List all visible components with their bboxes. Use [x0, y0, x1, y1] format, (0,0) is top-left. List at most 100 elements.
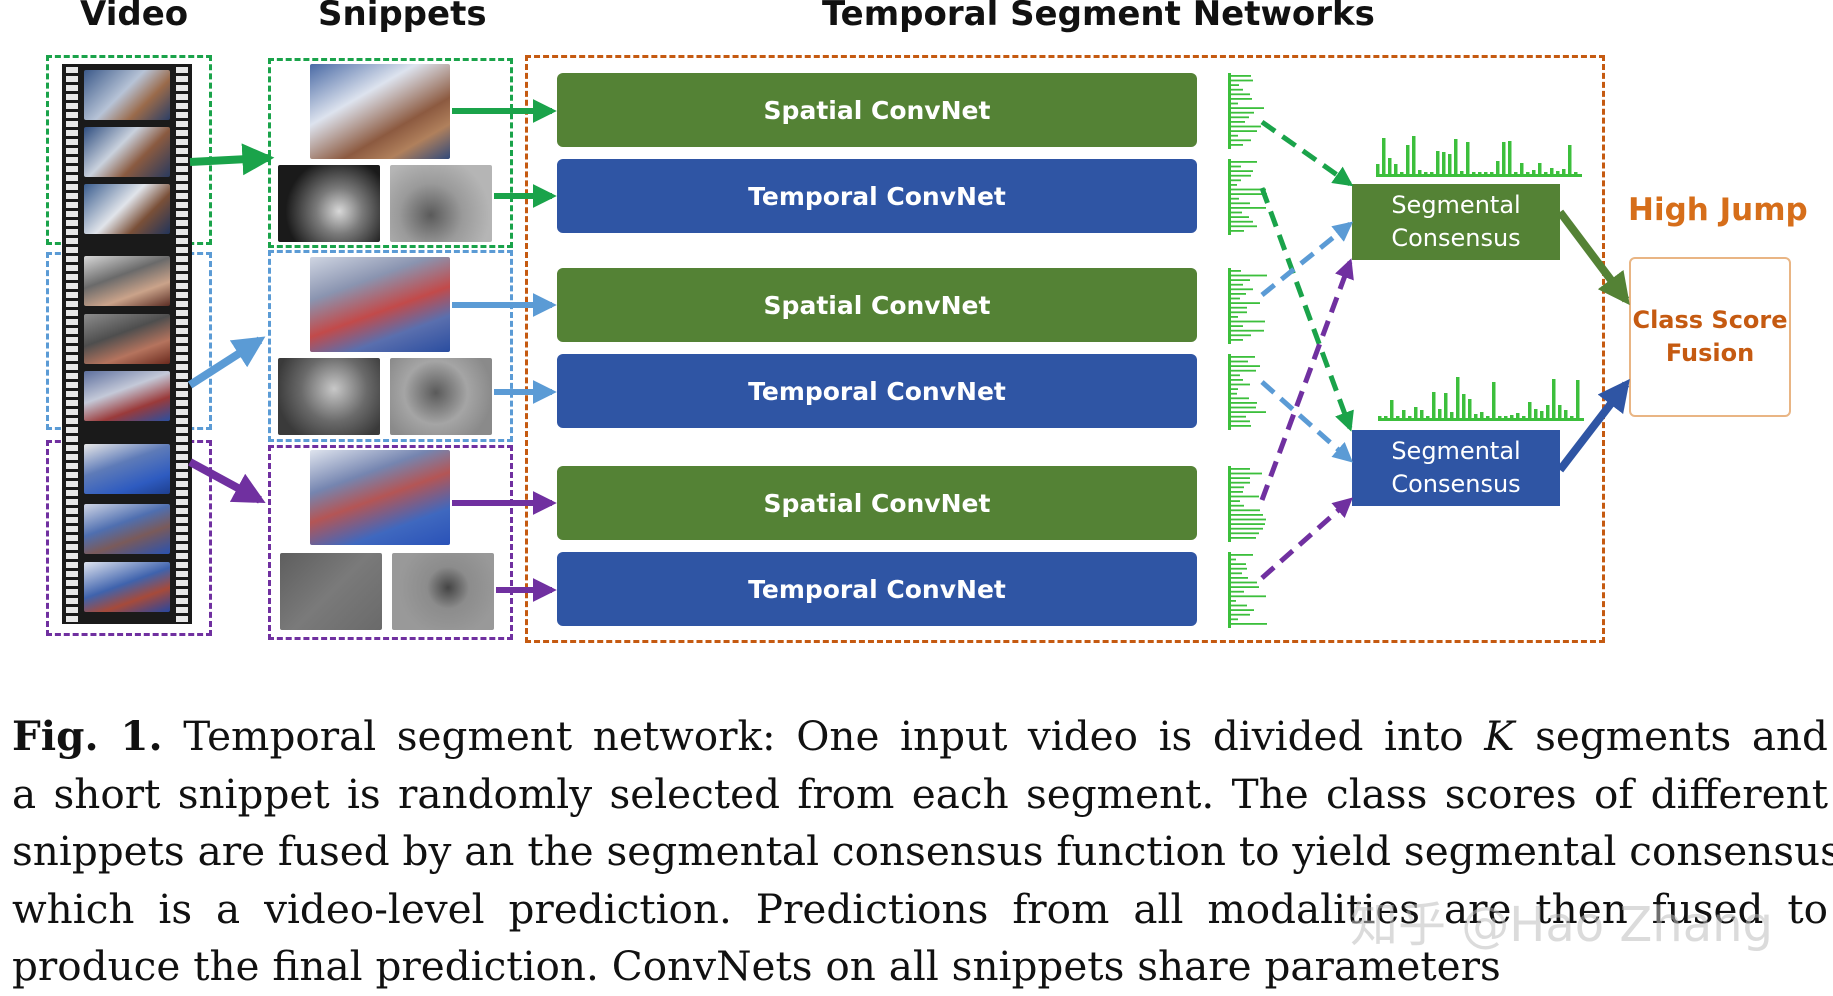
score-histogram-bar	[1230, 116, 1249, 119]
score-histogram-bar	[1230, 369, 1256, 372]
tsn-header: Temporal Segment Networks	[822, 0, 1375, 34]
score-histogram-bar	[1230, 623, 1267, 625]
consensus-histogram-bar	[1390, 400, 1394, 420]
score-histogram-bar	[1230, 102, 1238, 105]
consensus-histogram-bar	[1382, 138, 1386, 176]
spatial-1-to-consensus	[1260, 119, 1354, 187]
consensus-histogram-bar	[1414, 407, 1418, 420]
snippet-3-box	[268, 445, 513, 640]
consensus-line2: Consensus	[1391, 224, 1521, 252]
score-histogram-bar	[1230, 297, 1240, 300]
video-to-snippet-arrow-1	[189, 143, 275, 176]
score-histogram-bar	[1230, 365, 1260, 367]
consensus-histogram-bar	[1526, 172, 1530, 176]
score-histogram-bar	[1230, 311, 1247, 314]
score-histogram-bar	[1230, 111, 1254, 114]
consensus-histogram-bar	[1424, 172, 1428, 176]
consensus-histogram-bar	[1396, 416, 1400, 420]
snippet-2-flow-x	[278, 358, 380, 435]
score-histogram-bar	[1230, 420, 1250, 423]
score-histogram-axis	[1228, 159, 1231, 235]
score-histogram-bar	[1230, 302, 1260, 304]
score-histogram-bar	[1230, 207, 1266, 209]
spatial-segmental-consensus: Segmental Consensus	[1352, 184, 1560, 260]
score-histogram-bar	[1230, 356, 1255, 358]
consensus-histogram-bar	[1478, 172, 1482, 176]
score-histogram-bar	[1230, 532, 1259, 535]
consensus-histogram-bar	[1460, 171, 1464, 176]
snippet-3-rgb-frame	[310, 450, 450, 545]
consensus-histogram-bar	[1546, 405, 1550, 420]
score-histogram-bar	[1230, 230, 1244, 232]
score-histogram-bar	[1230, 590, 1244, 593]
temporal-segmental-consensus: Segmental Consensus	[1352, 430, 1560, 506]
score-histogram-bar	[1230, 581, 1257, 584]
consensus-histogram-bar	[1562, 169, 1566, 176]
score-histogram-bar	[1230, 121, 1245, 123]
score-histogram-bar	[1230, 188, 1266, 191]
score-histogram-axis	[1228, 73, 1231, 149]
score-histogram-bar	[1230, 334, 1251, 337]
score-histogram-bar	[1230, 306, 1247, 309]
consensus-histogram-bar	[1516, 413, 1520, 420]
consensus-histogram-bar	[1466, 142, 1470, 176]
consensus-histogram-bar	[1552, 379, 1556, 420]
predicted-class-label: High Jump	[1628, 192, 1808, 228]
score-histogram-bar	[1230, 392, 1237, 395]
score-histogram-bar	[1230, 107, 1264, 109]
consensus-histogram-bar	[1454, 139, 1458, 176]
consensus-histogram-bar	[1412, 136, 1416, 176]
score-histogram-bar	[1230, 518, 1266, 521]
consensus-histogram-bar	[1468, 399, 1472, 420]
score-histogram-axis	[1228, 268, 1231, 344]
spatial-3-to-consensus	[1259, 258, 1354, 501]
consensus-histogram-bar	[1508, 141, 1512, 176]
score-histogram-bar	[1230, 79, 1253, 82]
consensus-histogram-bar	[1496, 161, 1500, 176]
video-film-strip	[62, 64, 192, 624]
spatial-convnet-2: Spatial ConvNet	[557, 268, 1197, 342]
score-histogram-bar	[1230, 491, 1243, 493]
spatial-convnet-3: Spatial ConvNet	[557, 466, 1197, 540]
consensus-histogram-bar	[1444, 393, 1448, 420]
score-histogram-bar	[1230, 270, 1241, 272]
video-frame-1	[84, 70, 170, 120]
score-histogram-bar	[1230, 567, 1247, 570]
score-histogram-bar	[1230, 216, 1249, 218]
consensus-histogram-bar	[1502, 142, 1506, 176]
score-histogram-bar	[1230, 339, 1243, 341]
score-histogram-bar	[1230, 586, 1259, 588]
score-histogram-bar	[1230, 283, 1243, 286]
caption-line2: a short snippet is randomly selected fro…	[12, 769, 1828, 818]
temporal-convnet-3: Temporal ConvNet	[557, 552, 1197, 626]
video-frame-2	[84, 127, 170, 177]
video-frame-3	[84, 184, 170, 234]
consensus-histogram-bar	[1556, 171, 1560, 176]
consensus-histogram-bar	[1432, 392, 1436, 420]
consensus-histogram-bar	[1504, 416, 1508, 420]
caption-line3: snippets are fused by an the segmental c…	[12, 827, 1833, 875]
score-histogram-bar	[1230, 527, 1263, 530]
score-histogram-axis	[1228, 466, 1231, 542]
caption-line4: which is a video-level prediction. Predi…	[12, 884, 1828, 933]
score-histogram-bar	[1230, 563, 1246, 565]
score-histogram-bar	[1230, 486, 1244, 489]
spatial-2-to-consensus	[1260, 221, 1354, 297]
score-histogram-bar	[1230, 425, 1251, 427]
consensus-histogram-bar	[1486, 416, 1490, 420]
temporal-convnet-1: Temporal ConvNet	[557, 159, 1197, 233]
consensus-histogram-bar	[1442, 152, 1446, 176]
score-histogram-bar	[1230, 193, 1267, 195]
score-histogram-bar	[1230, 572, 1242, 575]
video-frame-9	[84, 562, 170, 612]
score-histogram-bar	[1230, 397, 1249, 400]
score-histogram-bar	[1230, 618, 1238, 621]
score-histogram-bar	[1230, 220, 1253, 223]
score-histogram-bar	[1230, 288, 1253, 291]
score-histogram-bar	[1230, 514, 1263, 516]
consensus-histogram-bar	[1384, 416, 1388, 420]
fusion-line2: Fusion	[1665, 339, 1755, 367]
score-histogram-bar	[1230, 225, 1257, 228]
consensus-histogram-bar	[1480, 412, 1484, 420]
score-histogram-bar	[1230, 472, 1262, 475]
